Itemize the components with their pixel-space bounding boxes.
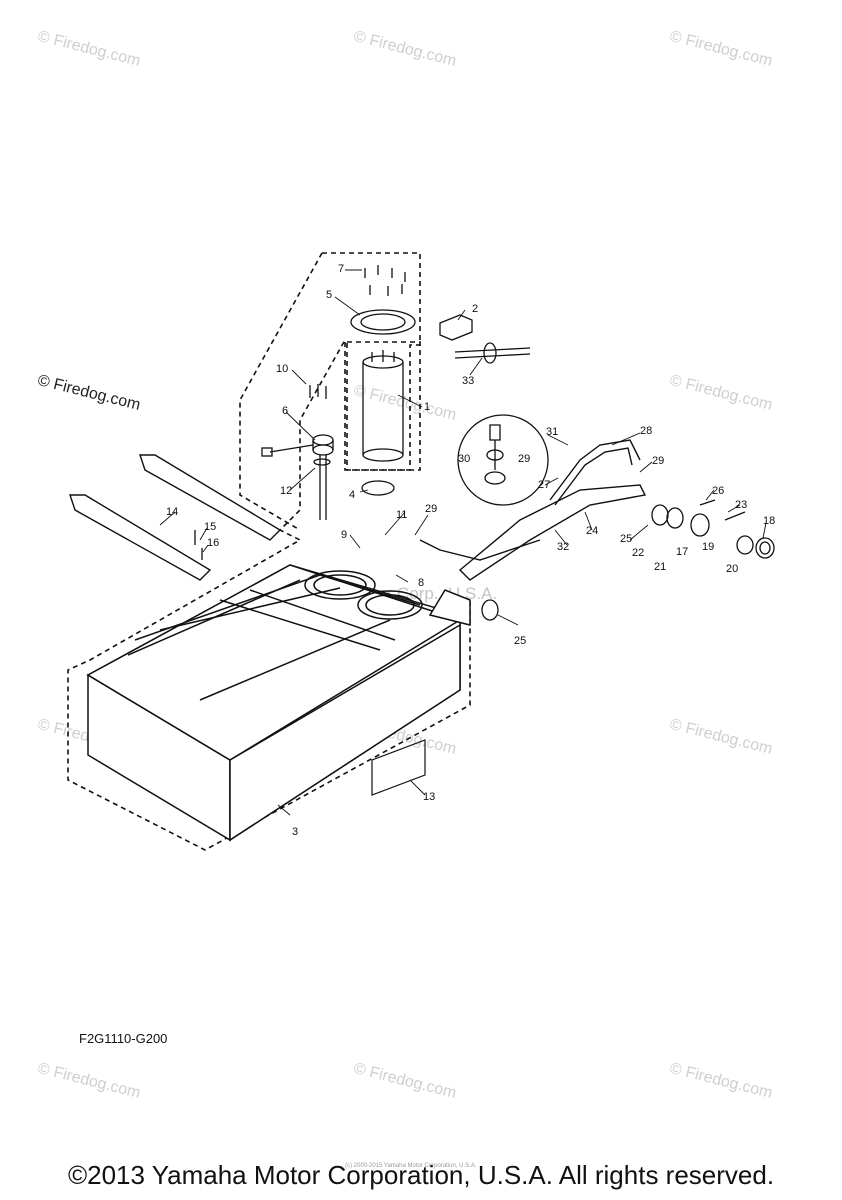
callout-29: 29	[518, 453, 530, 465]
callout-28: 28	[640, 425, 652, 437]
fuel-pump-module	[362, 350, 404, 462]
callout-3: 3	[292, 826, 298, 838]
callout-13: 13	[423, 791, 435, 803]
warning-label-plate	[371, 739, 426, 796]
callout-33: 33	[462, 375, 474, 387]
callout-7: 7	[338, 263, 344, 275]
callout-6: 6	[282, 405, 288, 417]
callout-numbers: 1 2 3 4 5 6 7 8 9 10 11 12 13 14 15 16 1…	[166, 263, 775, 838]
diagram-code: F2G1110-G200	[79, 1031, 168, 1046]
check-valve-detail	[484, 424, 506, 485]
callout-27: 27	[538, 479, 550, 491]
callout-26: 26	[712, 485, 724, 497]
callout-21: 21	[654, 561, 666, 573]
callout-8: 8	[418, 577, 424, 589]
tank-mounting-rails	[69, 454, 282, 581]
rail-bolts	[194, 530, 203, 560]
detail-callout-circle	[457, 414, 549, 506]
callout-29c: 29	[425, 503, 437, 515]
callout-18: 18	[763, 515, 775, 527]
callout-22: 22	[632, 547, 644, 559]
callout-11: 11	[396, 509, 407, 521]
callout-32: 32	[557, 541, 569, 553]
clamp-block	[439, 314, 473, 341]
vent-hose-33	[454, 342, 531, 364]
screw-set	[309, 384, 327, 399]
callout-1: 1	[424, 401, 430, 413]
fine-print: (c) 2000-2015 Yamaha Motor Corporation, …	[345, 1163, 477, 1169]
bolt-set	[364, 265, 406, 296]
callout-16: 16	[207, 537, 219, 549]
pump-dashed-outline	[239, 252, 323, 531]
callout-12: 12	[280, 485, 292, 497]
callout-15: 15	[204, 521, 216, 533]
callout-5: 5	[326, 289, 332, 301]
callout-23: 23	[735, 499, 747, 511]
callout-17: 17	[676, 546, 688, 558]
callout-25b: 25	[514, 635, 526, 647]
callout-31: 31	[546, 426, 558, 438]
copyright-footer: ©2013 Yamaha Motor Corporation, U.S.A. A…	[67, 1160, 775, 1190]
fuel-pump-dashed-box	[346, 341, 421, 471]
fuel-tank	[86, 564, 471, 842]
callout-29b: 29	[652, 455, 664, 467]
callout-14: 14	[166, 506, 178, 518]
filler-hose-assembly	[419, 439, 647, 581]
filler-cap-parts	[481, 499, 775, 621]
callout-25: 25	[620, 533, 632, 545]
callout-24: 24	[586, 525, 598, 537]
pump-gasket	[361, 480, 395, 496]
callout-9: 9	[341, 529, 347, 541]
pump-cover-ring	[350, 309, 416, 335]
callout-4: 4	[349, 489, 355, 501]
callout-10: 10	[276, 363, 288, 375]
callout-leader-lines	[159, 269, 767, 816]
callout-20: 20	[726, 563, 738, 575]
callout-30: 30	[458, 453, 470, 465]
callout-19: 19	[702, 541, 714, 553]
fuel-sender-unit	[261, 434, 334, 520]
callout-2: 2	[472, 303, 478, 315]
